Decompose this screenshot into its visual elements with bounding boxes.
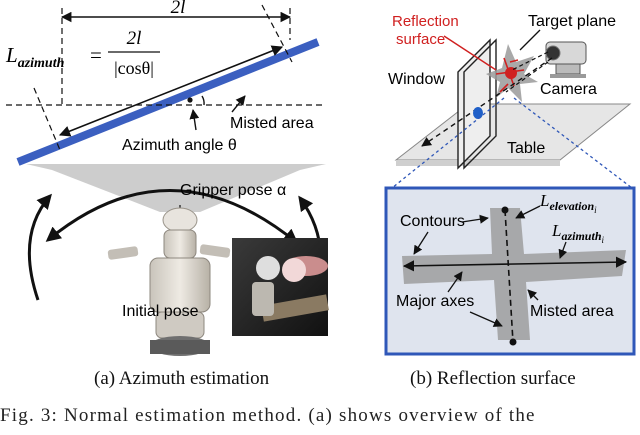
l-azimuth-pointer	[558, 241, 568, 259]
robot-illustration	[107, 207, 231, 356]
camera-icon	[545, 41, 587, 78]
l-elevation-pointer	[515, 205, 541, 219]
misted-edge-left	[33, 87, 61, 151]
label-initial-pose: Initial pose	[122, 303, 199, 320]
projection-wedge	[26, 164, 326, 212]
label-reflection-line1: Reflection	[392, 13, 459, 30]
label-misted-area: Misted area	[230, 115, 314, 132]
label-contours: Contours	[400, 213, 465, 230]
window-center-point	[187, 97, 193, 103]
label-camera: Camera	[540, 81, 597, 98]
formula-lhs: Lazimuth	[5, 43, 65, 71]
inset-axis-bottom-point	[509, 338, 517, 346]
label-l-azimuth: Lazimuthi	[551, 221, 605, 245]
panel-a: 2l Lazimuth = 2l |cosθ| Misted area Azim…	[5, 0, 329, 356]
misted-area-pointer	[231, 95, 246, 113]
panel-b: Table Window Reflection surface Target p…	[384, 13, 636, 356]
table-edge	[396, 160, 560, 166]
robot-photo	[232, 238, 329, 336]
camera-ray	[421, 57, 553, 147]
rotation-arrow-outer	[45, 189, 299, 244]
label-azimuth-angle: Azimuth angle θ	[122, 137, 237, 154]
caption-b: (b) Reflection surface	[410, 368, 576, 389]
label-inset-misted-area: Misted area	[530, 303, 614, 320]
label-2l: 2l	[171, 0, 186, 18]
contours-pointer	[461, 214, 489, 224]
azimuth-angle-pointer	[189, 109, 200, 131]
label-gripper-pose: Gripper pose α	[180, 182, 286, 199]
rotation-arrow-left	[27, 193, 52, 301]
zoom-line-right	[513, 97, 633, 189]
reflection-marks	[495, 57, 525, 93]
formula-numerator: 2l	[127, 28, 142, 49]
camera-ray-lower	[505, 61, 549, 93]
label-major-axes: Major axes	[396, 293, 474, 310]
inset-azimuth-axis	[402, 256, 628, 272]
label-window: Window	[388, 71, 445, 88]
misted-edge-right	[261, 4, 293, 63]
inset-axis-top-point	[501, 206, 509, 214]
figure-caption-text: Fig. 3: Normal estimation method. (a) sh…	[0, 405, 536, 426]
label-table: Table	[507, 140, 545, 157]
target-plane-pointer	[519, 29, 541, 51]
label-reflection-line2: surface	[396, 31, 445, 48]
inset-elevation-axis	[504, 209, 514, 343]
label-l-elevation: Lelevationi	[539, 191, 597, 215]
azimuth-length-arrow	[58, 45, 284, 137]
formula-equals: =	[90, 43, 102, 67]
figure: 2l Lazimuth = 2l |cosθ| Misted area Azim…	[0, 0, 636, 426]
caption-a: (a) Azimuth estimation	[94, 368, 270, 389]
inset-misted-cross	[402, 208, 626, 340]
reflection-point	[473, 107, 483, 119]
window-pane-back	[463, 38, 497, 170]
inset-misted-pointer	[527, 289, 539, 301]
window-pane	[457, 38, 491, 170]
major-axes-pointer-2	[469, 311, 503, 327]
label-target-plane: Target plane	[528, 13, 616, 30]
azimuth-angle-arc	[201, 95, 205, 106]
major-axes-pointer-1	[447, 271, 463, 293]
reflection-pointer	[443, 35, 497, 71]
figure-canvas: 2l Lazimuth = 2l |cosθ| Misted area Azim…	[5, 0, 636, 356]
formula-denominator: |cosθ|	[114, 58, 154, 78]
contours-pointer-2	[413, 231, 429, 255]
